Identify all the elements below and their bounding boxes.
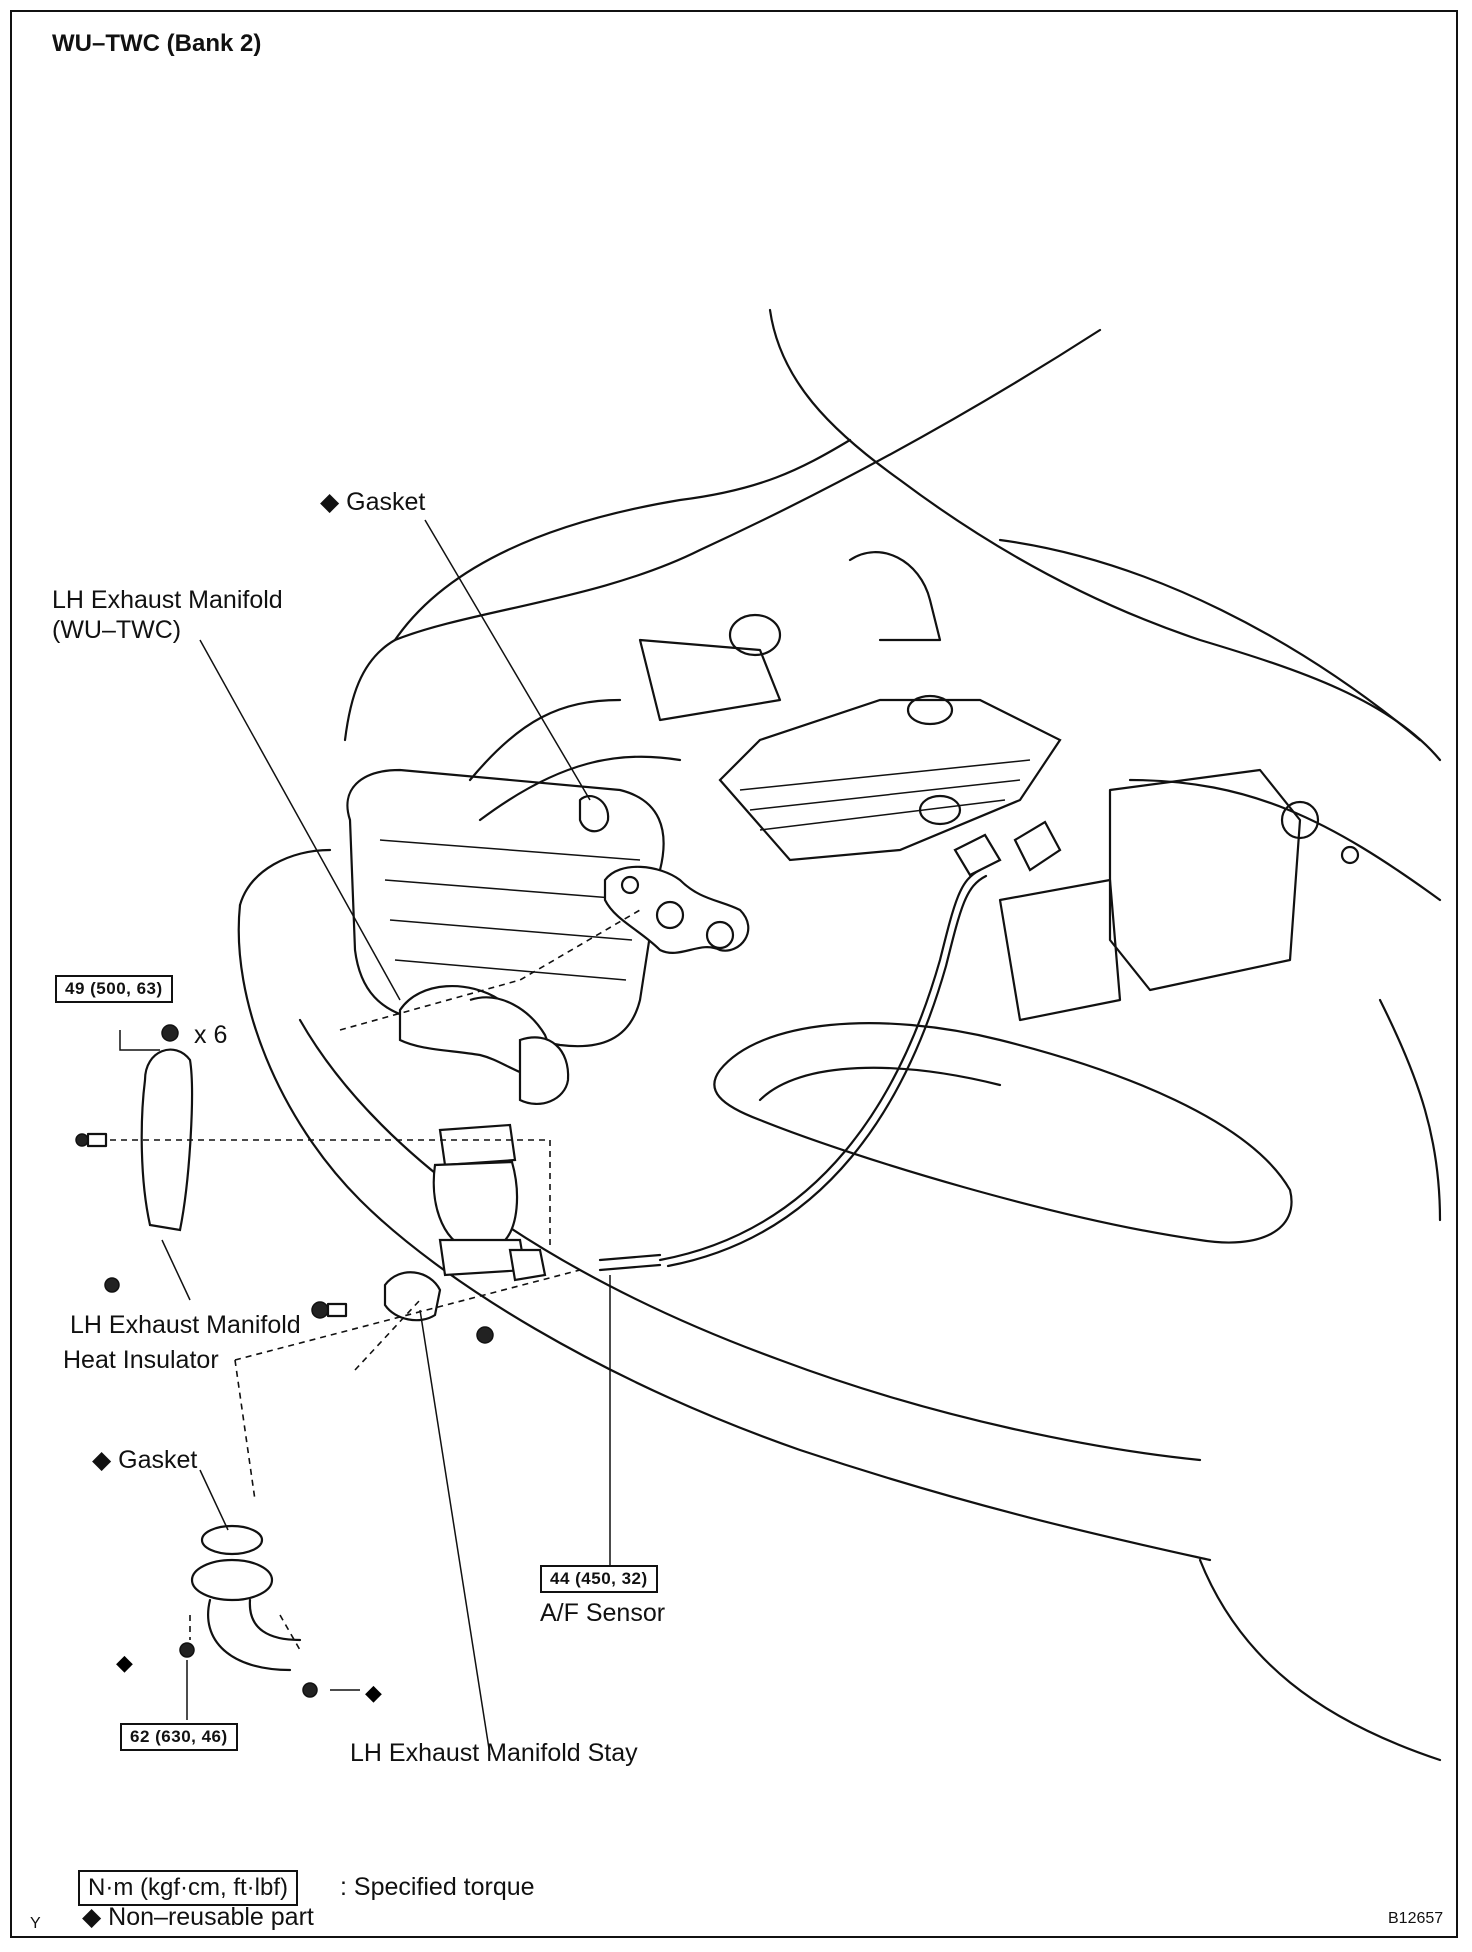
dash-1	[339, 909, 641, 1031]
intake-hose-2	[478, 755, 682, 822]
insulator-bolt-1	[75, 1133, 89, 1147]
strut-bolt	[1340, 845, 1360, 865]
pipe-nut-2	[302, 1682, 318, 1698]
hood-front-edge	[343, 328, 1102, 742]
dash-5	[354, 1299, 421, 1371]
battery	[1108, 768, 1302, 992]
figure-code: B12657	[1388, 1910, 1444, 1927]
fuse-box	[998, 878, 1122, 1022]
leader-insulator	[161, 1239, 191, 1301]
reservoir-1	[638, 638, 782, 722]
stay-bracket	[508, 1248, 547, 1282]
manifold-label-line2: (WU–TWC)	[52, 616, 182, 644]
exhaust-pipe-2	[248, 1598, 302, 1642]
leader-manifold	[199, 639, 401, 1001]
diamond-marker-1: ◆	[116, 1650, 133, 1675]
insulator-bolt-2	[104, 1277, 120, 1293]
grille-slats	[379, 839, 641, 981]
af-connector	[953, 833, 1002, 877]
af-connector-mate	[1013, 820, 1062, 872]
torque-manifold-nuts: 49 (500, 63)	[55, 975, 173, 1003]
converter-inlet	[438, 1123, 517, 1167]
fender-lower-line	[1128, 778, 1442, 902]
gasket-stud	[578, 795, 610, 833]
strut-top	[1280, 800, 1320, 840]
dash-2	[110, 1139, 551, 1250]
catalytic-converter	[432, 1160, 519, 1252]
fender-line	[998, 538, 1422, 742]
af-sensor-body	[598, 1253, 662, 1272]
leader-gasket-top	[424, 519, 591, 801]
hood-right-edge	[768, 308, 1442, 762]
manifold-flange	[518, 1036, 570, 1105]
oil-cap	[918, 794, 962, 826]
bumper-outline	[237, 903, 1212, 1562]
insulator-label-line2: Heat Insulator	[63, 1346, 219, 1374]
exhaust-pipe-1	[207, 1598, 292, 1672]
torque-pipe-nuts: 62 (630, 46)	[120, 1723, 238, 1751]
bracket	[848, 551, 942, 642]
insulator-label-line1: LH Exhaust Manifold	[70, 1311, 301, 1339]
leader-stay	[419, 1309, 491, 1756]
af-sensor-harness	[658, 868, 982, 1262]
front-lower-body	[1198, 1558, 1442, 1762]
engine-cover-ribs	[739, 759, 1031, 831]
manifold-nut	[161, 1024, 179, 1042]
pipe-nut-1	[179, 1642, 195, 1658]
stay-bolt	[311, 1301, 329, 1319]
cover-badge	[906, 694, 954, 726]
bumper-crease	[298, 1018, 1202, 1462]
wheel-arch	[1378, 998, 1442, 1222]
legend-nonreusable: ◆ Non–reusable part	[82, 1903, 314, 1931]
grille	[346, 768, 665, 1048]
diagram-frame	[10, 10, 1458, 1938]
gasket-top-label: ◆ Gasket	[320, 488, 426, 516]
dash-3	[234, 1269, 581, 1361]
bumper-corner	[238, 848, 332, 907]
cowl-line	[393, 438, 852, 642]
intake-hose	[468, 698, 622, 782]
engine-cover	[718, 698, 1062, 862]
pipe-gasket	[200, 1524, 264, 1556]
stay-nut	[476, 1326, 494, 1344]
pipe-flange	[190, 1558, 274, 1602]
manifold-gasket-part	[603, 865, 750, 954]
dash-4	[234, 1359, 256, 1501]
corner-letter: Y	[30, 1915, 41, 1932]
manifold-label-line1: LH Exhaust Manifold	[52, 586, 283, 614]
torque-af-sensor: 44 (450, 32)	[540, 1565, 658, 1593]
legend-torque-unit: N·m (kgf·cm, ft·lbf)	[78, 1870, 298, 1906]
legend-torque-desc: : Specified torque	[340, 1873, 535, 1901]
manifold-stay-part	[383, 1271, 442, 1322]
diagram-title: WU–TWC (Bank 2)	[52, 30, 262, 57]
stay-label: LH Exhaust Manifold Stay	[350, 1739, 638, 1767]
gasket-bottom-label: ◆ Gasket	[92, 1446, 198, 1474]
leader-gasket-bottom	[199, 1469, 229, 1531]
nut-count-label: x 6	[194, 1021, 228, 1049]
headlamp	[713, 1022, 1293, 1244]
reservoir-cap-1	[728, 613, 782, 657]
af-sensor-label: A/F Sensor	[540, 1599, 666, 1627]
diamond-marker-2: ◆	[365, 1680, 382, 1705]
dash-6	[189, 1614, 301, 1651]
leader-nut	[119, 1030, 160, 1051]
headlamp-inner	[758, 1066, 1002, 1102]
